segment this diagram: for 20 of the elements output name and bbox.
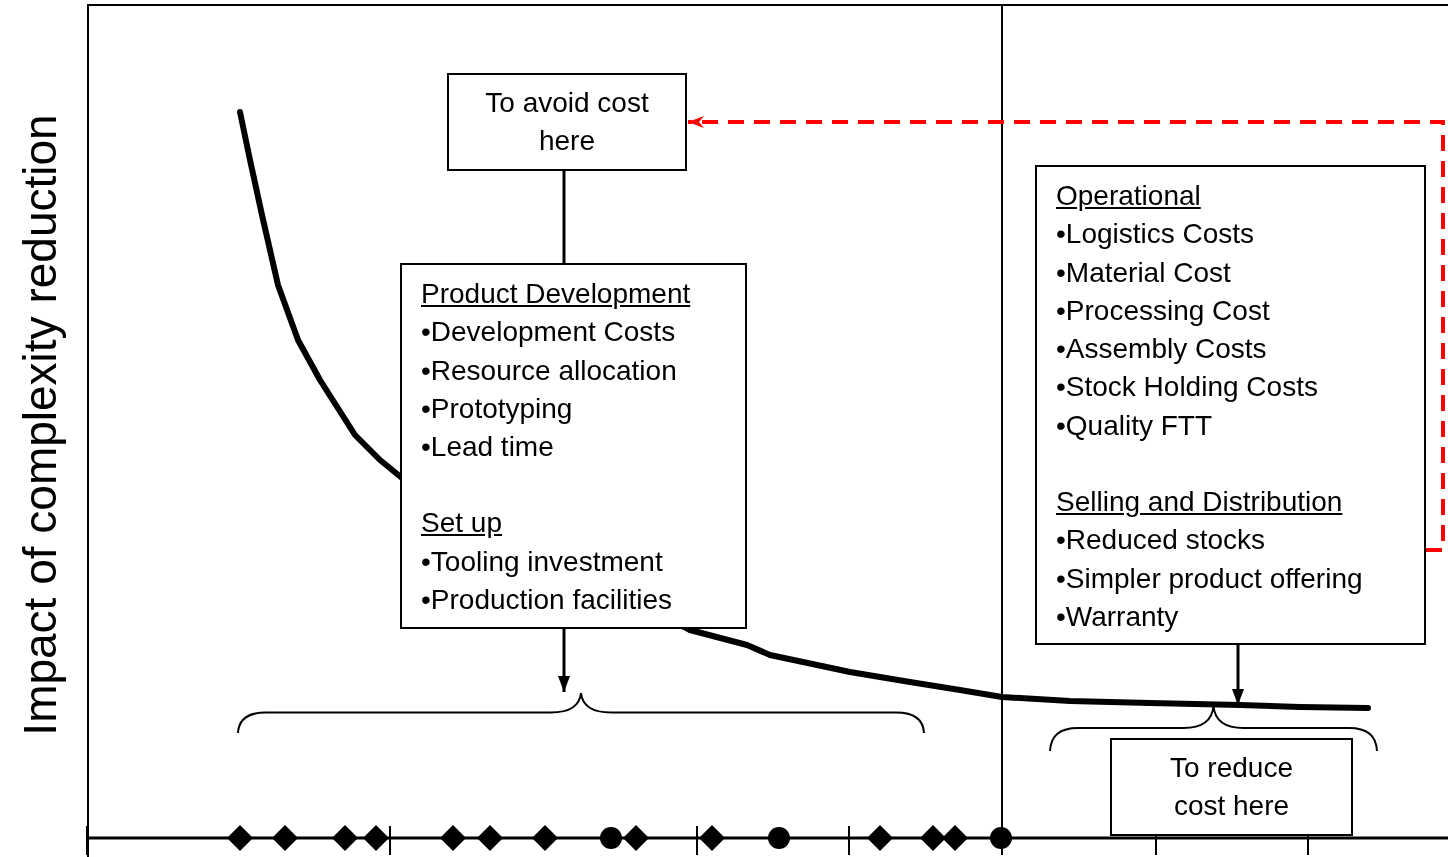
bullet-list: •Tooling investment •Production facilities [421,542,673,620]
arrow [558,629,570,692]
cost-list-box [1035,165,1426,645]
text-box [1110,738,1353,836]
connector-line [562,171,566,264]
box-text: To avoid cost here [484,86,650,158]
section-heading: Operational [1056,179,1201,213]
section-heading: Selling and Distribution [1056,485,1343,520]
curly-brace [1048,704,1379,752]
bullet-list: •Development Costs •Resource allocation •Prototyping •Lead time [421,313,677,467]
curly-brace [236,691,926,734]
text-box [447,73,687,171]
cost-list-box [400,263,747,629]
dashed-arrow [688,116,1445,552]
section-heading: Product Development [421,277,691,311]
bullet-list: •Logistics Costs •Material Cost •Processing Cost •Assembly Costs •Stock Holding Costs •Quality FTT [1056,215,1318,446]
arrow [1232,645,1244,705]
box-text: To reduce cost here [1169,751,1294,823]
section-heading: Set up [421,506,502,541]
bullet-list: •Reduced stocks •Simpler product offering •Warranty [1056,521,1363,637]
